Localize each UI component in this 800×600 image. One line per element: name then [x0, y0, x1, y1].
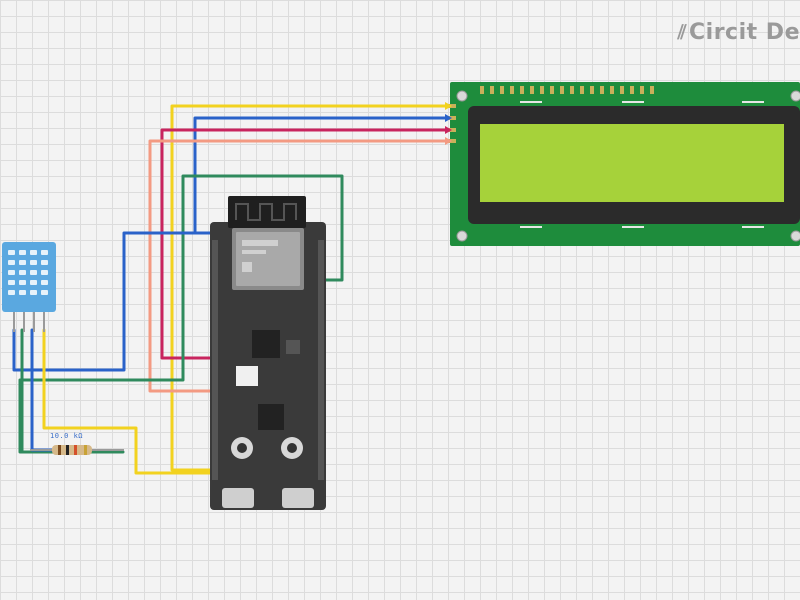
watermark: ⫽Circit De — [678, 20, 800, 45]
resistor-icon — [52, 445, 92, 455]
dht-sensor[interactable] — [2, 242, 56, 332]
usb-port-left — [222, 488, 254, 508]
wire-navy-dht[interactable] — [12, 231, 220, 372]
wire-green-esp32[interactable] — [18, 174, 344, 454]
antenna — [228, 196, 306, 228]
esp32-pins-right — [318, 240, 324, 480]
wire-red-lcd[interactable] — [160, 128, 447, 360]
watermark-text: Circit De — [689, 20, 800, 45]
dht-vents — [8, 250, 48, 295]
wire-yellow-lcd[interactable] — [170, 104, 447, 472]
lcd-display[interactable] — [448, 82, 800, 246]
usb-chip — [252, 330, 280, 358]
wires — [12, 104, 447, 475]
usb-port-right — [282, 488, 314, 508]
lcd-header-pins — [480, 86, 654, 94]
chip — [258, 404, 284, 430]
wire-blue-resistor[interactable] — [30, 328, 54, 452]
dht-pins — [13, 312, 45, 332]
wire-salmon-lcd[interactable] — [148, 139, 447, 393]
wire-yellow-dht[interactable] — [42, 328, 220, 475]
resistor[interactable] — [30, 445, 124, 455]
wire-endpoints — [445, 102, 452, 145]
resistor-label: 10.0 kΩ — [50, 432, 84, 440]
led — [236, 366, 258, 386]
lcd-screen — [480, 124, 784, 202]
esp32-board[interactable] — [210, 196, 326, 510]
esp32-pins-left — [212, 240, 218, 480]
circuit-logo-icon: ⫽ — [677, 20, 688, 44]
